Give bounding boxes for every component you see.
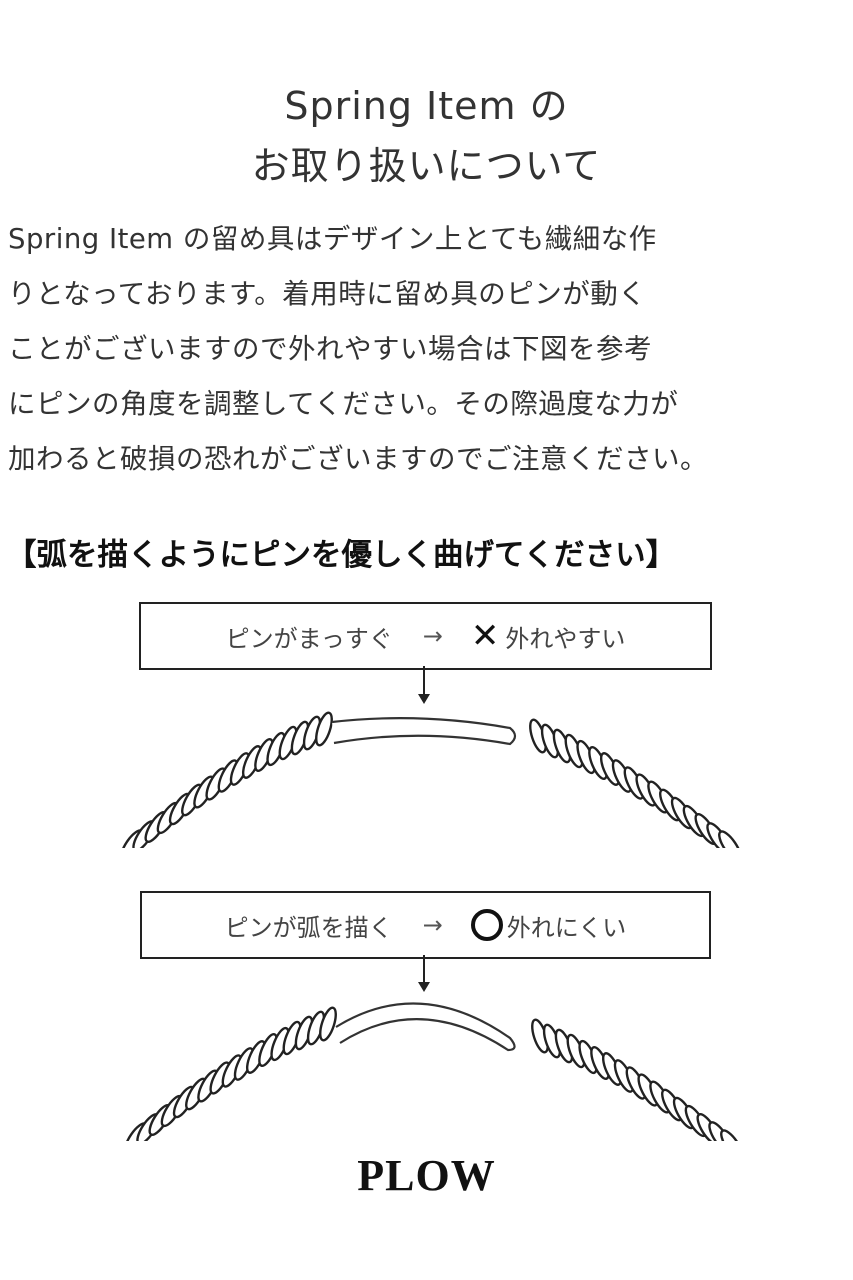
down-arrow-icon: [418, 955, 430, 992]
description-line: にピンの角度を調整してください。その際過度な力が: [8, 388, 679, 420]
condition-text: ピンがまっすぐ: [225, 624, 393, 653]
straight-pin-label-box: ピンがまっすぐ → ✕ 外れやすい: [139, 602, 712, 670]
left-spring-coil: [116, 709, 337, 864]
down-arrow-icon: [418, 666, 430, 704]
result-text: 外れやすい: [505, 624, 626, 653]
right-spring-coil: [527, 1016, 748, 1145]
circle-icon: [470, 909, 503, 941]
arc-pin-illustration: [0, 955, 853, 1145]
instruction-heading: 【弧を描くようにピンを優しく曲げてください】: [6, 538, 677, 573]
page-title-line-1: Spring Item の: [284, 84, 569, 128]
arc-pin: [335, 1002, 516, 1052]
right-arrow-icon: →: [422, 622, 443, 650]
brand-logo: PLOW: [357, 1151, 496, 1200]
page-title-line-2: お取り扱いについて: [251, 144, 602, 188]
care-description: Spring Item の留め具はデザイン上とても繊細な作 りとなっております。…: [8, 212, 853, 487]
description-line: りとなっております。着用時に留め具のピンが動く: [8, 278, 647, 310]
arc-pin-label-box: ピンが弧を描く → 外れにくい: [140, 891, 711, 959]
description-line: 加わると破損の恐れがございますのでご注意ください。: [8, 443, 708, 475]
cross-icon: ✕: [470, 616, 500, 656]
condition-text: ピンが弧を描く: [224, 913, 393, 942]
description-line: Spring Item の留め具はデザイン上とても繊細な作: [8, 223, 657, 255]
right-spring-coil: [525, 716, 746, 865]
result-text: 外れにくい: [506, 913, 627, 942]
straight-pin: [331, 717, 517, 746]
right-arrow-icon: →: [422, 911, 443, 939]
description-line: ことがございますので外れやすい場合は下図を参考: [8, 333, 652, 365]
straight-pin-illustration: [0, 666, 853, 866]
left-spring-coil: [120, 1004, 341, 1145]
